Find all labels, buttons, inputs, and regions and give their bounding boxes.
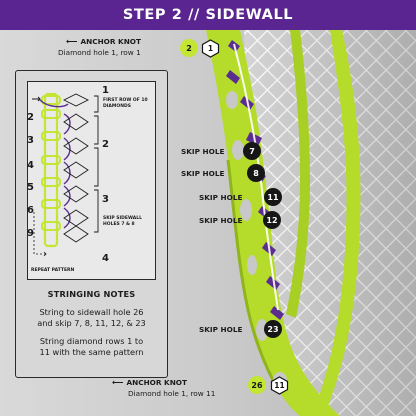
repeat-pattern-note: REPEAT PATTERN <box>31 268 75 273</box>
row-number: 4 <box>27 160 34 171</box>
skip-hole-badge: 7 <box>243 142 261 160</box>
anchor-bottom-title: ⟵ANCHOR KNOT <box>112 378 187 387</box>
diamond-number: 1 <box>102 85 109 96</box>
row-number: 6 <box>27 205 34 216</box>
mesh-pocket <box>244 30 416 416</box>
skip-hole-badge: 23 <box>264 320 282 338</box>
stringing-card: 2 3 4 5 6 9 1 FIRST ROW OF 10 DIAMONDS 2… <box>15 70 168 378</box>
skip-label: SKIP HOLE <box>199 325 243 334</box>
anchor-top-row-badge: 1 <box>201 38 220 58</box>
anchor-top-title: ⟵ANCHOR KNOT <box>66 37 141 46</box>
arrow-left-icon: ⟵ <box>112 378 124 387</box>
anchor-top-hole-badge: 2 <box>180 39 198 57</box>
skip-hole-badge: 8 <box>247 164 265 182</box>
row-number: 9 <box>27 228 34 239</box>
notes-line: String diamond rows 1 to <box>39 336 144 346</box>
diamond-number: 2 <box>102 139 109 150</box>
arrow-left-icon: ⟵ <box>66 37 78 46</box>
notes-line: and skip 7, 8, 11, 12, & 23 <box>37 318 146 328</box>
notes-line: String to sidewall hole 26 <box>39 307 144 317</box>
row-number: 2 <box>27 112 34 123</box>
skip-label: SKIP HOLE <box>181 169 225 178</box>
row-number: 5 <box>27 182 34 193</box>
skip-sidewall-note: SKIP SIDEWALL HOLES 7 & 8 <box>103 216 142 227</box>
anchor-top-subtitle: Diamond hole 1, row 1 <box>58 48 141 57</box>
anchor-bottom-hole-badge: 26 <box>248 376 266 394</box>
skip-hole-badge: 12 <box>263 211 281 229</box>
skip-label: SKIP HOLE <box>181 147 225 156</box>
diagram-art <box>32 92 99 257</box>
row-number: 3 <box>27 135 34 146</box>
skip-label: SKIP HOLE <box>199 216 243 225</box>
anchor-bottom-row-badge: 11 <box>270 375 289 395</box>
notes-title: STRINGING NOTES <box>47 289 136 299</box>
diamond-number: 4 <box>102 253 109 264</box>
step-banner: STEP 2 // SIDEWALL <box>0 0 416 30</box>
first-row-note: FIRST ROW OF 10 DIAMONDS <box>103 98 148 109</box>
stringing-diagram: 2 3 4 5 6 9 1 FIRST ROW OF 10 DIAMONDS 2… <box>27 81 156 280</box>
notes-line: 11 with the same pattern <box>39 347 144 357</box>
diamond-number: 3 <box>102 194 109 205</box>
anchor-bottom-subtitle: Diamond hole 1, row 11 <box>128 389 216 398</box>
skip-hole-badge: 11 <box>264 188 282 206</box>
step-title: STEP 2 // SIDEWALL <box>122 7 294 23</box>
skip-label: SKIP HOLE <box>199 193 243 202</box>
